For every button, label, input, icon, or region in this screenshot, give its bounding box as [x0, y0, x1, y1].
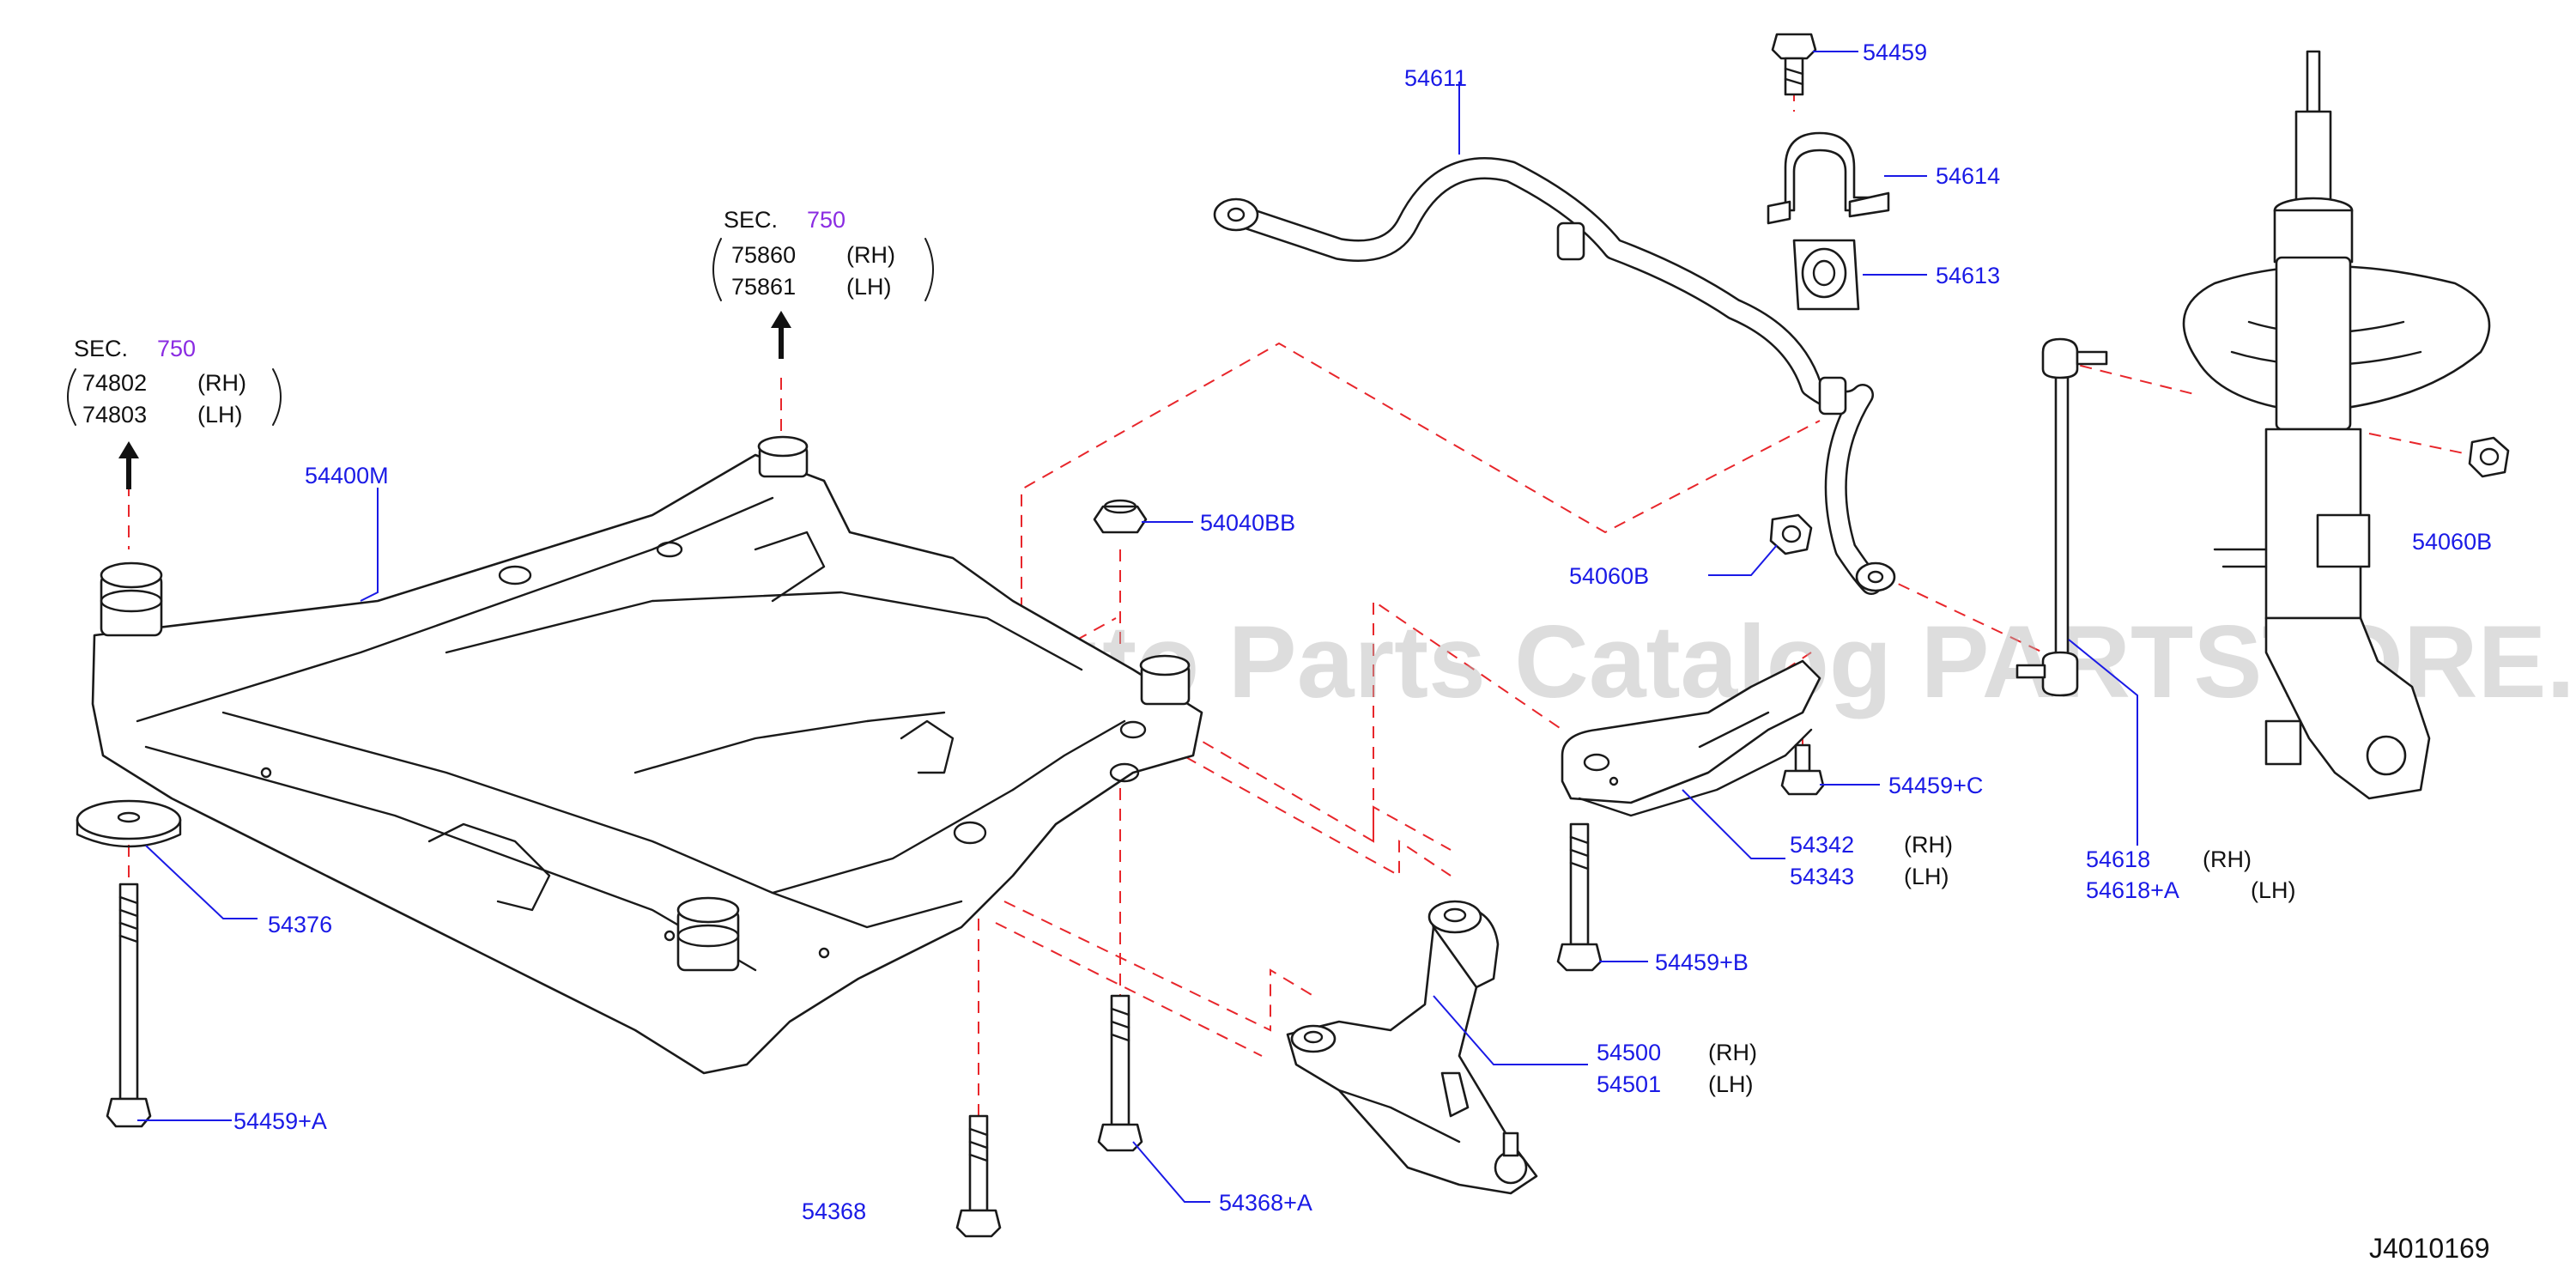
callout-54618-a: 54618+A: [2086, 877, 2179, 903]
bolt-54459-c: [1780, 743, 1825, 796]
sec-part-number: 75860: [731, 242, 796, 268]
callout-54500-side: (RH): [1708, 1040, 1757, 1065]
callout-54368: 54368: [802, 1198, 866, 1224]
nut-54060b-left: [1769, 513, 1813, 555]
callout-54376: 54376: [268, 912, 332, 937]
callout-54459-b: 54459+B: [1655, 949, 1749, 975]
callout-54368-a: 54368+A: [1219, 1190, 1312, 1216]
callout-54614: 54614: [1936, 163, 2000, 189]
bolt-54368: [955, 1114, 1002, 1238]
nut-54060b-right: [2468, 436, 2510, 478]
sec-number: 750: [807, 207, 846, 233]
lower-link-54500: [1286, 900, 1538, 1195]
sec-part-side: (RH): [197, 370, 246, 396]
arrow-up-right: [771, 311, 791, 359]
arrow-up-left: [118, 441, 139, 489]
clamp-54614: [1767, 131, 1890, 225]
sec-part-side: (LH): [846, 274, 892, 300]
stabilizer-bar: [1213, 157, 1896, 595]
sec-part-side: (RH): [846, 242, 895, 268]
callout-labels: 54400M 54376 54459+A 54368 54368+A 54040…: [233, 39, 2492, 1224]
callout-54342-side: (RH): [1904, 832, 1953, 858]
callout-54343: 54343: [1790, 864, 1854, 889]
callout-54343-side: (LH): [1904, 864, 1949, 889]
sec-part-number: 74803: [82, 402, 147, 428]
callout-54613: 54613: [1936, 263, 2000, 288]
bushing-54613: [1792, 239, 1860, 311]
sec-label: SEC.: [724, 207, 778, 233]
strut-assembly: [2182, 50, 2491, 800]
callout-54060b-right: 54060B: [2412, 529, 2492, 555]
callout-54501-side: (LH): [1708, 1071, 1754, 1097]
nut-54040bb: [1093, 499, 1148, 534]
sec-part-number: 75861: [731, 274, 796, 300]
callout-54618-side: (RH): [2203, 846, 2252, 872]
sec-part-side: (LH): [197, 402, 243, 428]
callout-54500: 54500: [1597, 1040, 1661, 1065]
callout-54611: 54611: [1404, 65, 1467, 91]
section-ref-right: SEC. 750 75860 (RH) 75861 (LH): [712, 207, 934, 301]
bolt-54459-a: [106, 883, 152, 1128]
callout-54040bb: 54040BB: [1200, 510, 1295, 536]
sec-part-number: 74802: [82, 370, 147, 396]
section-ref-left: SEC. 750 74802 (RH) 74803 (LH): [67, 336, 282, 428]
bolt-54459-b: [1556, 822, 1603, 972]
sec-number: 750: [157, 336, 196, 361]
suspension-member: [91, 435, 1203, 1075]
callout-54459-c: 54459+C: [1888, 773, 1983, 798]
sec-label: SEC.: [74, 336, 128, 361]
bolt-54368-a: [1097, 994, 1143, 1152]
bolt-54459: [1771, 33, 1817, 96]
callout-54459: 54459: [1863, 39, 1927, 65]
callout-54060b-left: 54060B: [1569, 563, 1649, 589]
callout-54400m: 54400M: [305, 463, 389, 488]
bracket-54342: [1561, 659, 1821, 817]
leader-lines: [137, 51, 2138, 1203]
diagram-reference: J4010169: [2369, 1233, 2490, 1264]
callout-54342: 54342: [1790, 832, 1854, 858]
stabilizer-link-54618: [2015, 337, 2108, 697]
callout-54501: 54501: [1597, 1071, 1661, 1097]
callout-54618-a-side: (LH): [2251, 877, 2296, 903]
callout-54459-a: 54459+A: [233, 1108, 327, 1134]
callout-54618: 54618: [2086, 846, 2150, 872]
washer-54376: [76, 799, 182, 848]
